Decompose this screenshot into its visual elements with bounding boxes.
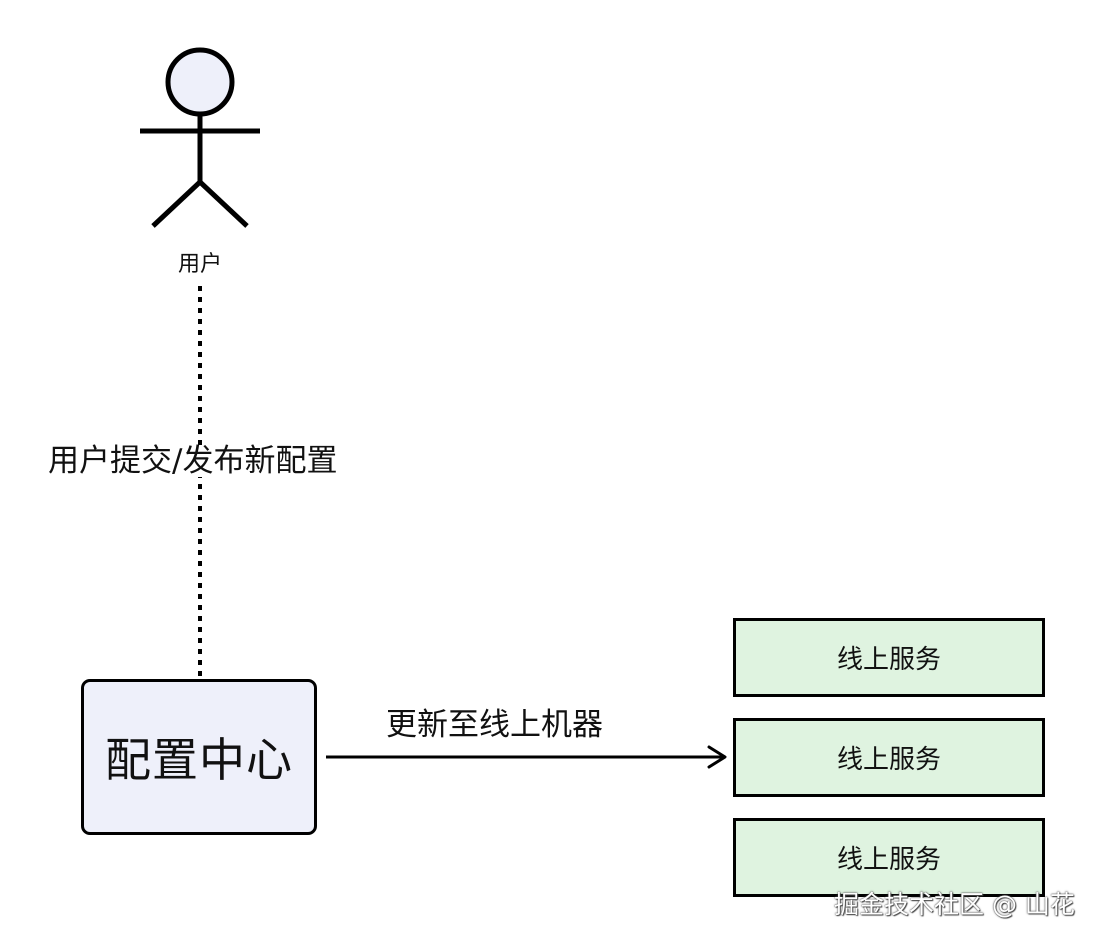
submit-edge-label: 用户提交/发布新配置 [48,443,338,479]
update-edge-label: 更新至线上机器 [386,707,603,743]
online-service-label: 线上服务 [836,745,941,775]
online-service-node: 线上服务 [733,618,1045,697]
online-service-label: 线上服务 [836,845,941,875]
online-service-node: 线上服务 [733,718,1045,797]
config-center-label: 配置中心 [105,733,293,787]
user-actor-icon [140,47,260,228]
config-center-node: 配置中心 [81,679,317,835]
online-service-node: 线上服务 [733,818,1045,897]
watermark: 掘金技术社区 @ 山花 [834,890,1075,919]
actor-label: 用户 [177,252,222,277]
online-service-label: 线上服务 [836,645,941,675]
